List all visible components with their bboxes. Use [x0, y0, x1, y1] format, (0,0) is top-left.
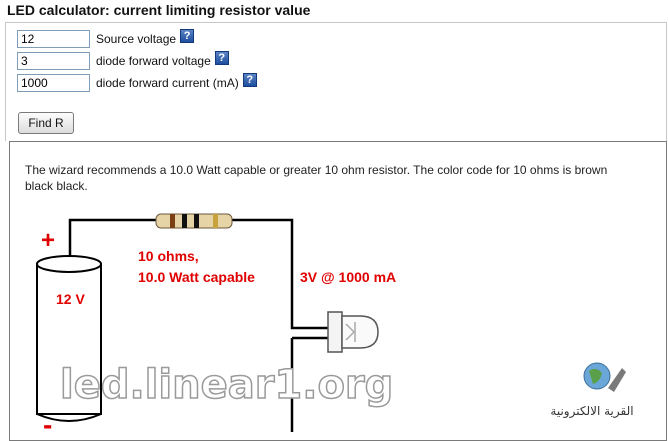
wrench-icon: [608, 368, 626, 392]
diode-voltage-row: diode forward voltage ?: [17, 51, 229, 71]
resistor-band: [182, 214, 187, 228]
help-icon[interactable]: ?: [214, 51, 229, 65]
calculator-form: Source voltage ? diode forward voltage ?…: [5, 22, 667, 141]
battery: [36, 255, 102, 422]
circuit-wires: [68, 218, 328, 432]
page-title: LED calculator: current limiting resisto…: [7, 2, 311, 18]
plus-sign: +: [41, 227, 55, 254]
result-panel: The wizard recommends a 10.0 Watt capabl…: [9, 141, 667, 441]
logo-text: القرية الالكترونية: [550, 404, 633, 419]
circuit-diagram: + - 12 V 10 ohms, 10.0 Watt capable 3V @…: [36, 213, 634, 440]
minus-sign: -: [43, 409, 52, 440]
diode-forward-current-input[interactable]: [17, 74, 90, 92]
battery-voltage-label: 12 V: [56, 291, 85, 307]
diode-forward-voltage-input[interactable]: [17, 52, 90, 70]
resistor-watt-label: 10.0 Watt capable: [138, 269, 255, 285]
globe-land: [589, 368, 602, 384]
resistor-value-label: 10 ohms,: [138, 248, 199, 264]
diode-current-row: diode forward current (mA) ?: [17, 73, 257, 93]
watermark: led.linear1.org: [60, 362, 393, 408]
find-r-button[interactable]: Find R: [18, 112, 74, 134]
result-message: The wizard recommends a 10.0 Watt capabl…: [25, 163, 608, 193]
diode-forward-current-label: diode forward current (mA): [96, 76, 239, 90]
diode-forward-voltage-label: diode forward voltage: [96, 54, 211, 68]
led: [327, 311, 379, 353]
source-voltage-input[interactable]: [17, 30, 90, 48]
led-spec-label: 3V @ 1000 mA: [300, 269, 396, 285]
source-voltage-row: Source voltage ?: [17, 29, 195, 49]
resistor-band: [194, 214, 199, 228]
resistor-band: [170, 214, 175, 228]
resistor-band: [213, 214, 218, 228]
source-voltage-label: Source voltage: [96, 32, 177, 46]
resistor: [155, 213, 233, 229]
help-icon[interactable]: ?: [180, 29, 195, 43]
help-icon[interactable]: ?: [242, 73, 257, 87]
logo: القرية الالكترونية: [550, 362, 634, 419]
